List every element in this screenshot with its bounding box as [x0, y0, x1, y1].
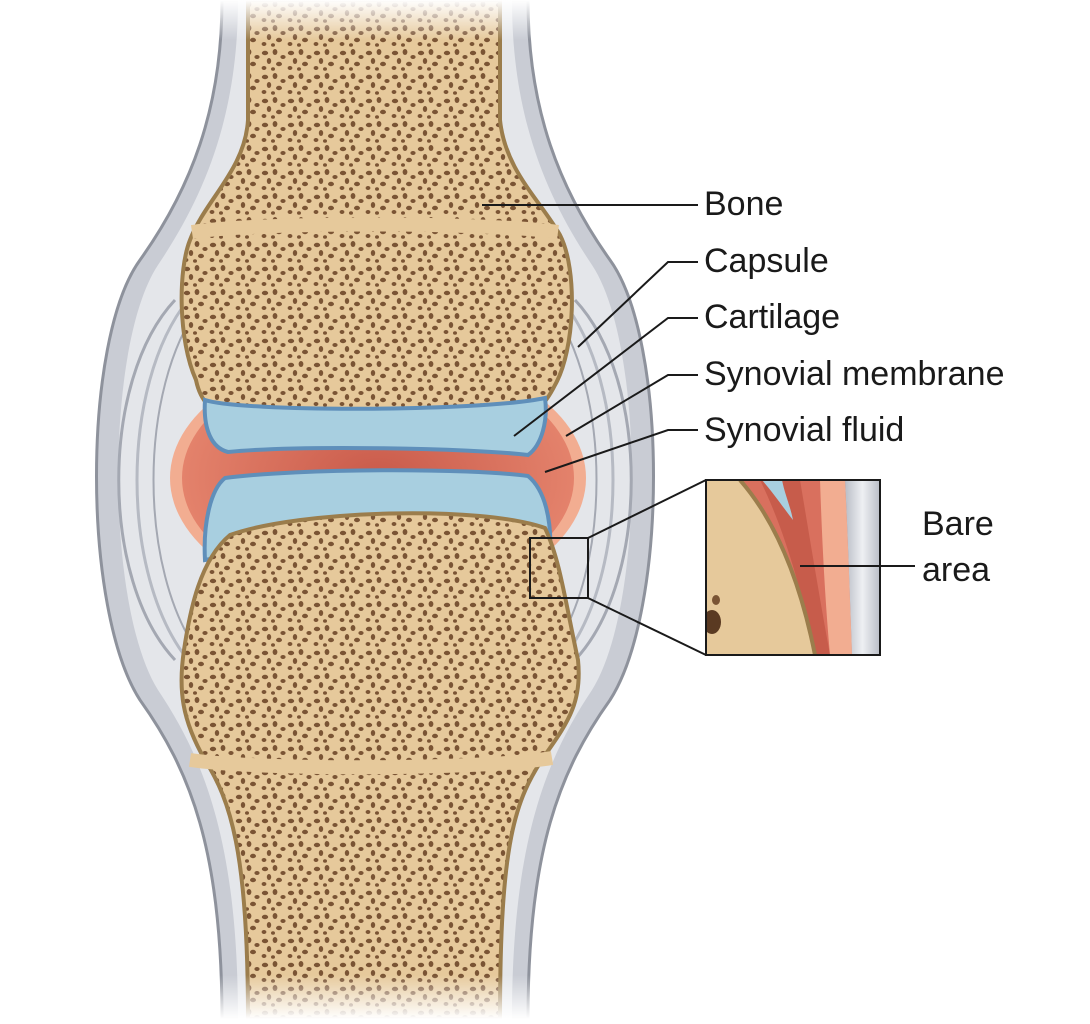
label-bare-area-line2: area	[922, 551, 991, 589]
label-synovial-membrane: Synovial membrane	[704, 355, 1005, 393]
label-synovial-fluid: Synovial fluid	[704, 411, 905, 449]
bare-area-inset	[705, 479, 881, 656]
label-capsule: Capsule	[704, 242, 829, 280]
lower-bone	[179, 511, 581, 1021]
upper-cartilage	[202, 395, 548, 458]
upper-bone	[179, 0, 574, 426]
label-bone: Bone	[704, 185, 784, 223]
label-cartilage: Cartilage	[704, 298, 841, 336]
leader-lines	[482, 204, 915, 567]
magnify-source-box	[529, 537, 589, 599]
label-bare-area-line1: Bare	[922, 505, 994, 543]
